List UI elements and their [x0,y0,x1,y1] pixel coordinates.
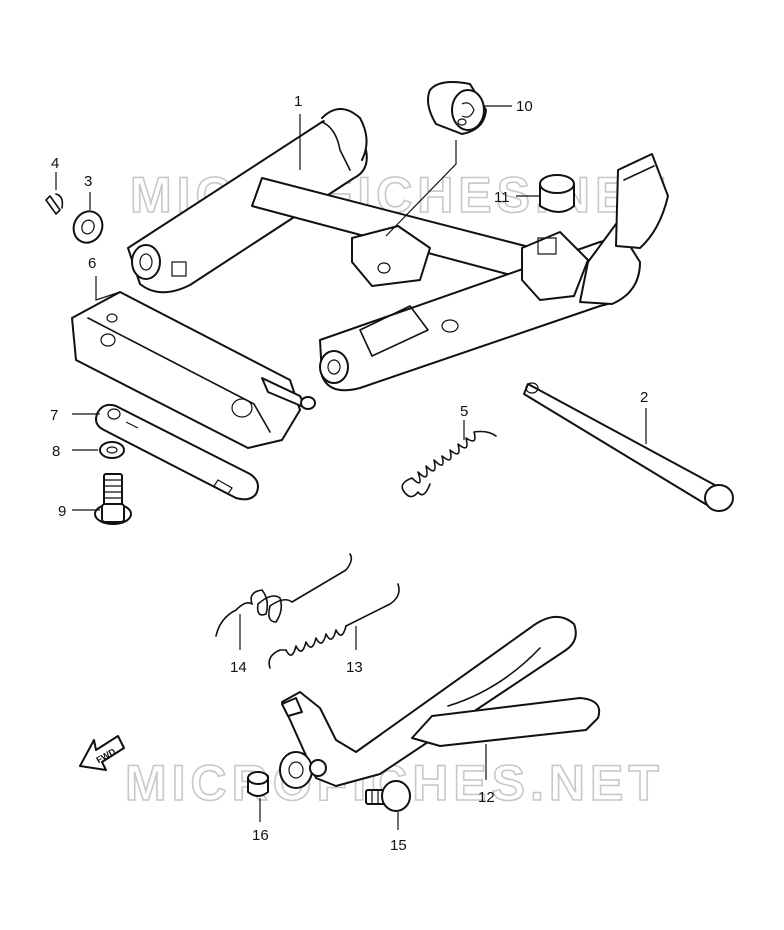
callout-5: 5 [460,403,468,420]
part-15-pivot-bolt[interactable] [365,780,411,812]
part-7-mounting-plate[interactable] [95,403,259,501]
fwd-direction-arrow: FWD [79,735,125,771]
callout-6: 6 [88,255,96,272]
part-13-spring[interactable] [268,583,400,669]
part-9-flange-bolt[interactable] [94,473,132,525]
part-1-pivot-pin [261,377,316,410]
callout-3: 3 [84,173,92,190]
callout-12: 12 [478,789,495,806]
part-2-pivot-shaft[interactable] [523,382,734,512]
callout-16: 16 [252,827,269,844]
callout-8: 8 [52,443,60,460]
callout-14: 14 [230,659,247,676]
part-8-washer[interactable] [99,441,125,459]
callout-10: 10 [516,98,533,115]
callout-7: 7 [50,407,58,424]
leader-lines [55,105,647,830]
callout-2: 2 [640,389,648,406]
part-5-spring[interactable] [401,430,497,498]
callout-13: 13 [346,659,363,676]
part-1-main-stand-frame[interactable] [127,108,669,392]
part-10-rubber-bushing[interactable] [427,81,487,135]
callout-11: 11 [494,189,510,206]
part-4-cotter-pin[interactable] [45,193,64,215]
part-6-bracket-plate[interactable] [71,261,301,449]
callout-15: 15 [390,837,407,854]
part-11-rubber-stop[interactable] [539,174,575,213]
callout-4: 4 [51,155,59,172]
part-16-collar[interactable] [247,771,269,797]
part-14-spring[interactable] [215,553,353,637]
part-12-side-stand[interactable] [279,616,601,789]
callout-9: 9 [58,503,66,520]
callout-1: 1 [294,93,302,110]
part-3-washer[interactable] [69,207,108,248]
